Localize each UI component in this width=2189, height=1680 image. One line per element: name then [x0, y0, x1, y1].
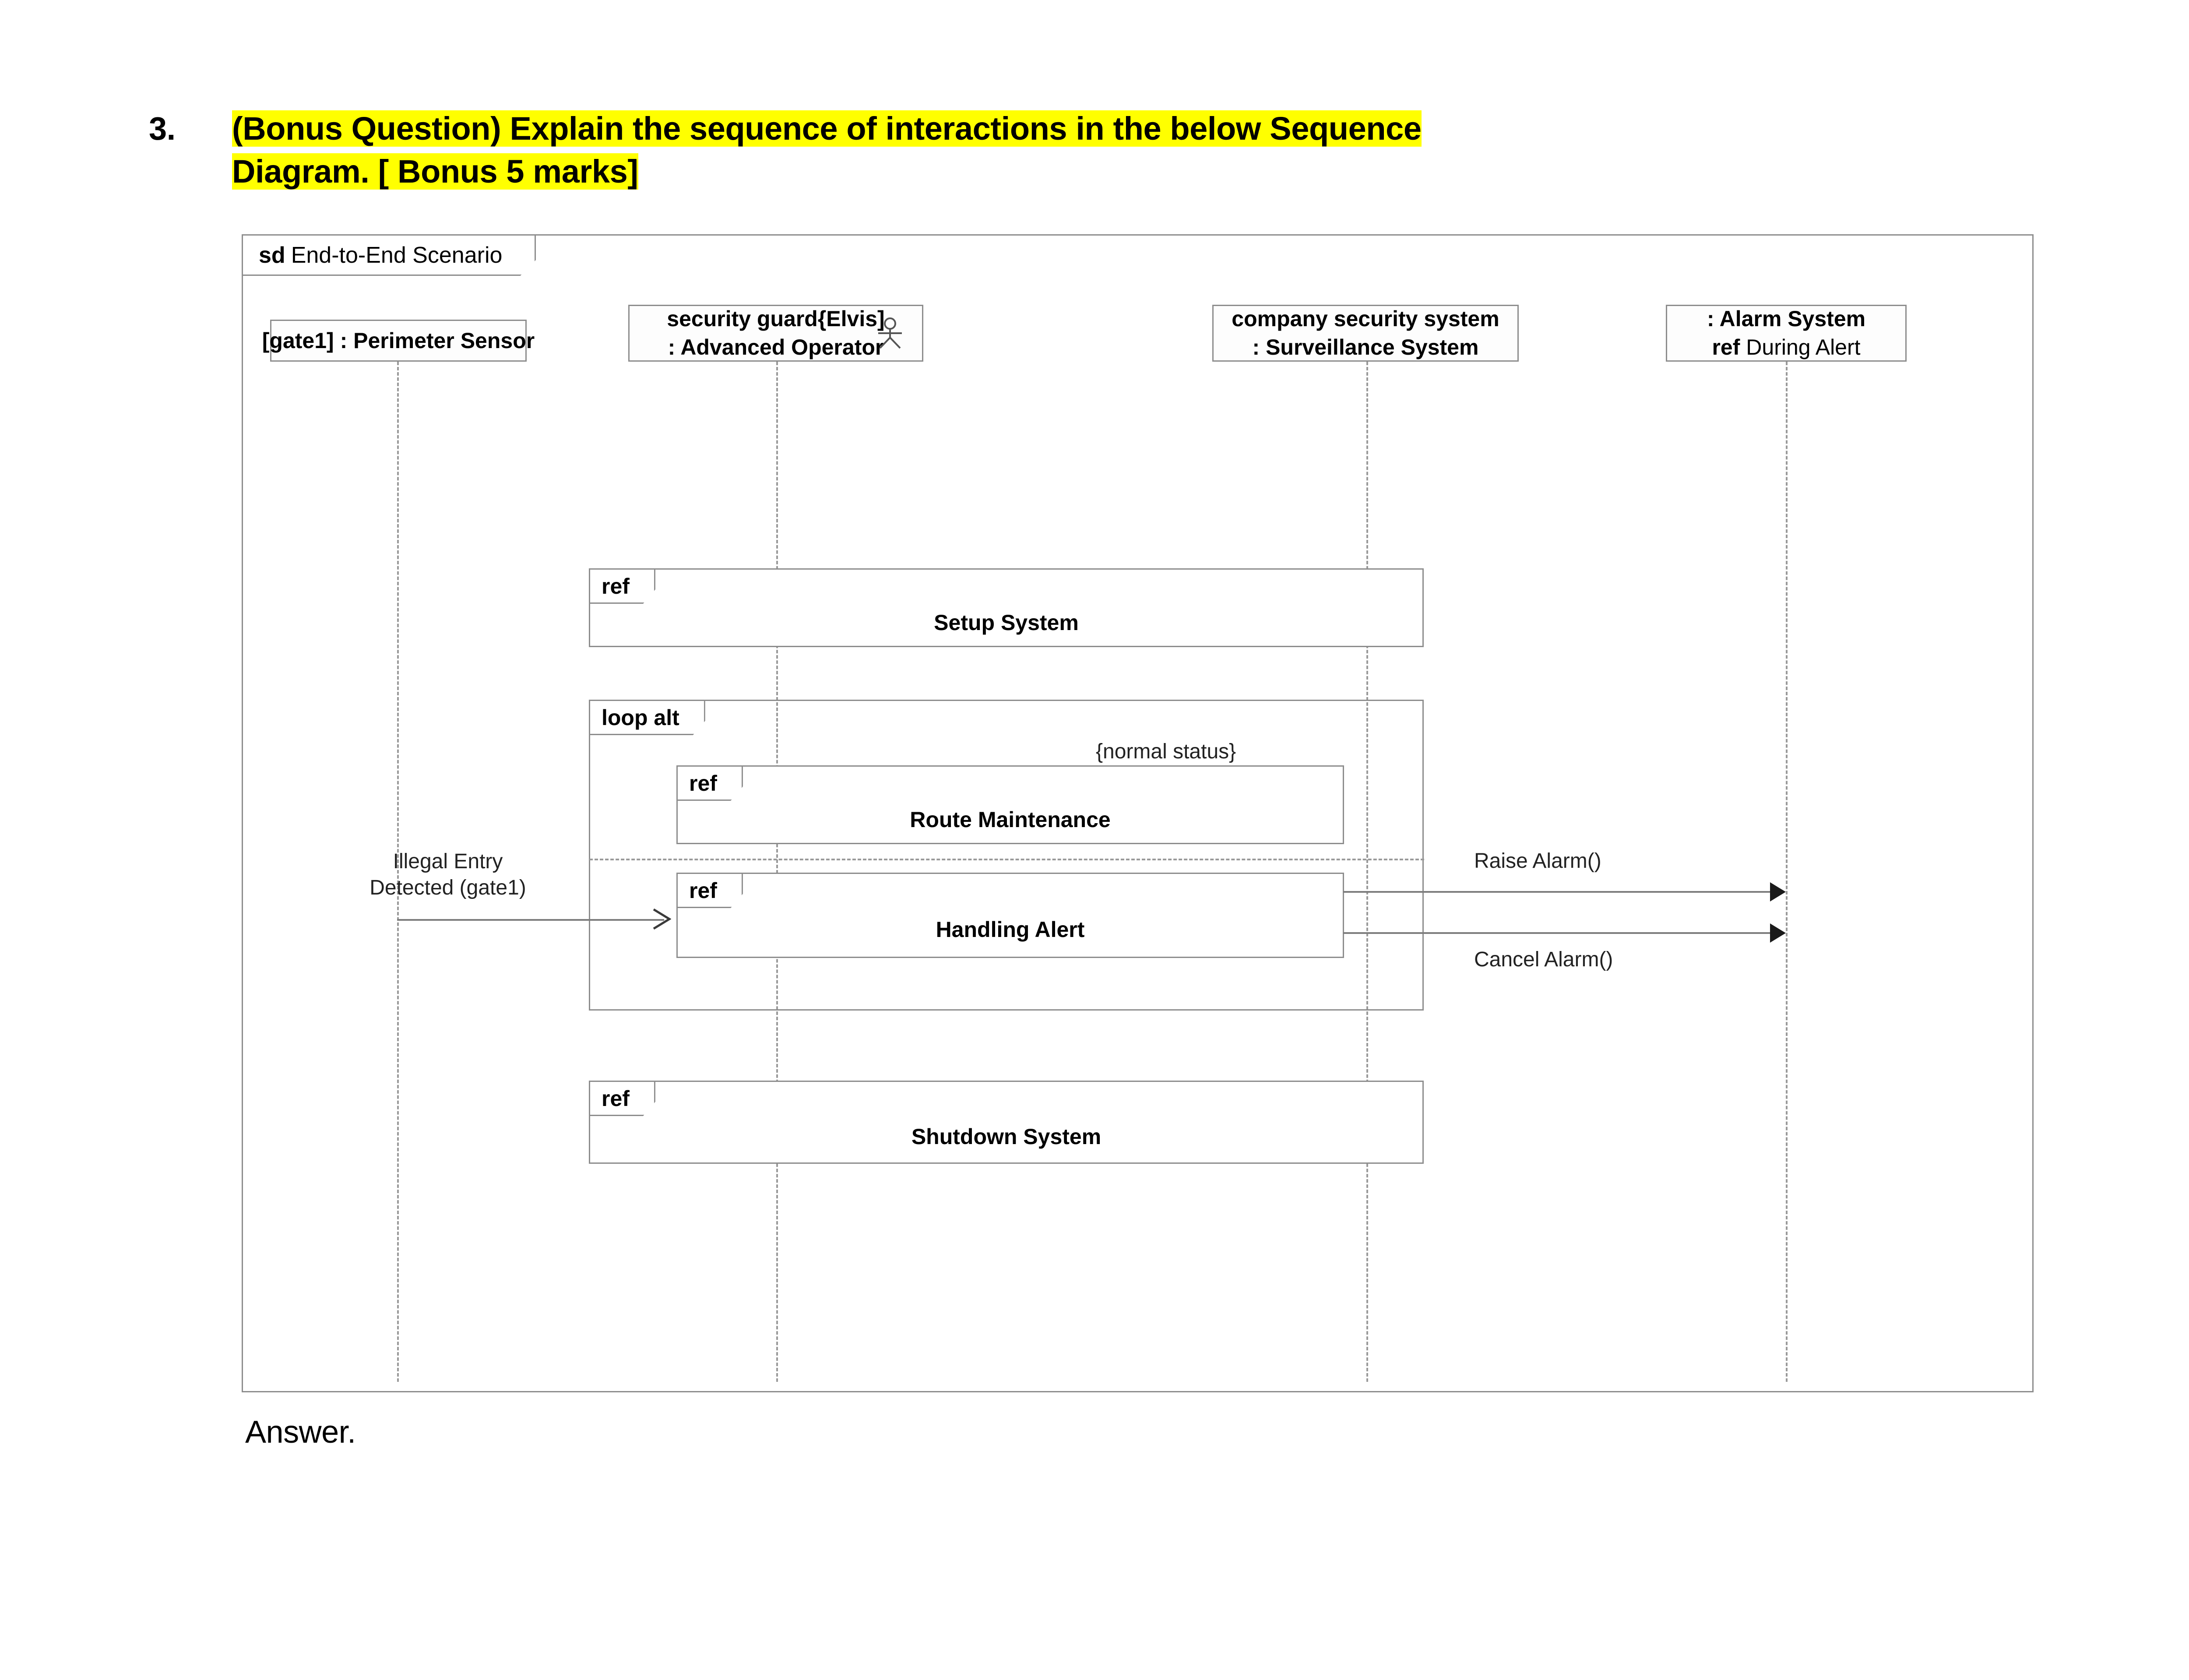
question-number: 3.: [149, 110, 176, 147]
interaction-use-route-maintenance[interactable]: ref Route Maintenance: [676, 765, 1344, 844]
lifeline-label-perimeter-sensor: [gate1] : Perimeter Sensor: [262, 328, 535, 353]
guard-normal-status: {normal status}: [1096, 740, 1236, 763]
lifeline-security-guard: [776, 362, 778, 1382]
frame-name: End-to-End Scenario: [291, 242, 503, 268]
ref-tag-handling-alert: ref: [678, 874, 743, 908]
message-label-illegal-entry: Illegal Entry Detected (gate1): [356, 849, 540, 902]
interaction-use-handling-alert[interactable]: ref Handling Alert: [676, 873, 1344, 958]
lifeline-label-surveillance-line1: company security system: [1232, 306, 1499, 331]
message-line-raise-alarm: [1343, 891, 1781, 893]
lifeline-label-alarm-line1: : Alarm System: [1707, 306, 1866, 331]
ref-title-shutdown-system: Shutdown System: [911, 1124, 1102, 1149]
message-raise-alarm-text: Raise Alarm(): [1474, 849, 1601, 873]
operand-separator: [589, 859, 1424, 860]
diagram-frame-label: sd End-to-End Scenario: [243, 236, 536, 276]
lifeline-alarm-ref-name: During Alert: [1746, 335, 1861, 359]
lifeline-head-security-guard[interactable]: security guard{Elvis] : Advanced Operato…: [628, 305, 923, 362]
arrowhead-filled-cancel-alarm: [1770, 923, 1786, 943]
interaction-use-setup-system[interactable]: ref Setup System: [589, 568, 1424, 647]
lifeline-label-security-guard-line1: security guard{Elvis]: [667, 306, 885, 331]
fragment-tag-loop-alt: loop alt: [590, 701, 705, 735]
lifeline-surveillance-system: [1366, 362, 1368, 1382]
lifeline-alarm-system: [1786, 362, 1788, 1382]
lifeline-perimeter-sensor: [397, 362, 399, 1382]
answer-label: Answer.: [245, 1415, 356, 1450]
lifeline-alarm-ref-keyword: ref: [1712, 335, 1740, 359]
message-label-raise-alarm: Raise Alarm(): [1474, 849, 1601, 874]
frame-keyword: sd: [259, 242, 285, 268]
ref-tag-setup-system: ref: [590, 570, 655, 604]
lifeline-head-perimeter-sensor[interactable]: [gate1] : Perimeter Sensor: [262, 320, 535, 362]
message-line-cancel-alarm: [1343, 932, 1781, 934]
question-row: 3. (Bonus Question) Explain the sequence…: [149, 107, 2058, 193]
message-label-cancel-alarm: Cancel Alarm(): [1474, 947, 1613, 973]
sequence-diagram-frame: sd End-to-End Scenario [gate1] : Perimet…: [242, 234, 2034, 1392]
question-block: 3. (Bonus Question) Explain the sequence…: [149, 107, 2058, 193]
question-text: (Bonus Question) Explain the sequence of…: [232, 107, 2058, 193]
message-illegal-entry-line2: Detected (gate1): [370, 876, 526, 900]
combined-fragment-loop-alt[interactable]: loop alt {normal status} {alert status}: [589, 700, 1424, 1011]
question-line-1: (Bonus Question) Explain the sequence of…: [232, 110, 1422, 147]
ref-title-handling-alert: Handling Alert: [936, 917, 1085, 942]
ref-tag-shutdown-system: ref: [590, 1082, 655, 1116]
ref-tag-route-maintenance: ref: [678, 767, 743, 801]
arrowhead-filled-raise-alarm: [1770, 882, 1786, 902]
interaction-use-shutdown-system[interactable]: ref Shutdown System: [589, 1081, 1424, 1164]
lifeline-head-surveillance-system[interactable]: company security system : Surveillance S…: [1212, 305, 1519, 362]
message-line-illegal-entry: [397, 919, 664, 921]
message-cancel-alarm-text: Cancel Alarm(): [1474, 948, 1613, 971]
lifeline-head-alarm-system[interactable]: : Alarm System ref During Alert: [1666, 305, 1907, 362]
arrowhead-open-illegal-entry: [650, 907, 672, 931]
ref-title-setup-system: Setup System: [934, 610, 1079, 635]
actor-stick-figure-icon: [876, 317, 904, 350]
lifeline-label-surveillance-line2: : Surveillance System: [1252, 335, 1479, 359]
message-illegal-entry-line1: Illegal Entry: [393, 850, 503, 873]
question-line-2: Diagram. [ Bonus 5 marks]: [232, 153, 638, 190]
ref-title-route-maintenance: Route Maintenance: [910, 807, 1111, 832]
lifeline-label-security-guard-line2: : Advanced Operator: [668, 335, 884, 359]
